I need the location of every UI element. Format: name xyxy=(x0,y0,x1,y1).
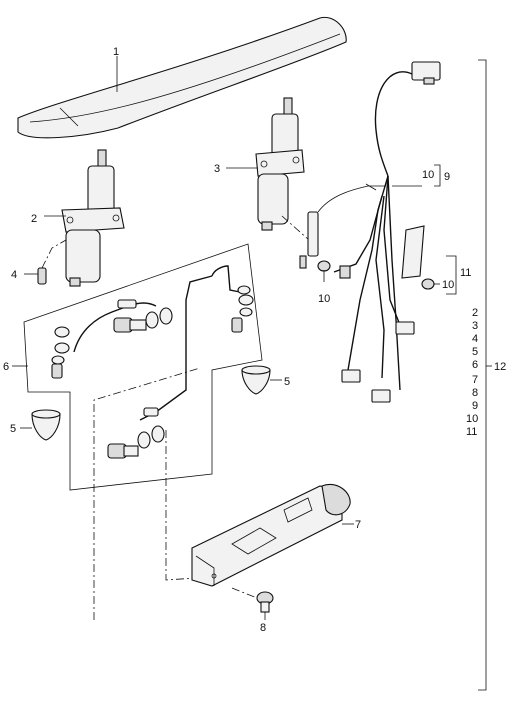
callout-1: 1 xyxy=(113,46,119,58)
callout-5-right: 5 xyxy=(284,376,290,388)
group-list-item: 6 xyxy=(472,359,478,371)
group-list-item: 5 xyxy=(472,346,478,358)
screw-part-8 xyxy=(256,591,274,620)
group-list-item: 4 xyxy=(472,333,478,345)
group-list-item: 8 xyxy=(472,387,478,399)
group-list-item: 3 xyxy=(472,320,478,332)
group-list-item: 7 xyxy=(472,374,478,386)
callout-10-connector: 10 xyxy=(318,293,330,305)
callout-5-left: 5 xyxy=(10,423,16,435)
group-list: 2 3 4 5 6 7 8 9 10 11 xyxy=(466,307,478,438)
right-cylinder-part xyxy=(226,97,305,231)
bolt-part-4 xyxy=(24,239,67,285)
sensor-part-11 xyxy=(401,225,440,290)
group-list-item: 10 xyxy=(466,413,478,425)
callout-10-harness: 10 xyxy=(422,169,434,181)
bracket-part xyxy=(191,484,354,587)
callout-8: 8 xyxy=(260,622,266,634)
hydraulic-lines-group xyxy=(12,243,263,491)
left-cylinder-part xyxy=(44,149,125,287)
cap-part-left xyxy=(20,409,61,441)
callout-3: 3 xyxy=(214,163,220,175)
spoiler-part xyxy=(17,16,347,139)
callout-2: 2 xyxy=(31,213,37,225)
callout-6: 6 xyxy=(3,361,9,373)
assembly-lines xyxy=(93,215,319,620)
callout-10-sensor: 10 xyxy=(442,279,454,291)
group-list-item: 11 xyxy=(466,426,477,438)
cap-part-right xyxy=(241,365,282,395)
callout-4: 4 xyxy=(11,269,17,281)
callout-brackets xyxy=(392,59,492,691)
group-list-item: 9 xyxy=(472,400,478,412)
callout-9: 9 xyxy=(444,171,450,183)
group-list-item: 2 xyxy=(472,307,478,319)
callout-7: 7 xyxy=(355,519,361,531)
wiring-harness-part xyxy=(299,61,441,403)
callout-11: 11 xyxy=(460,267,471,279)
callout-12: 12 xyxy=(494,361,506,373)
